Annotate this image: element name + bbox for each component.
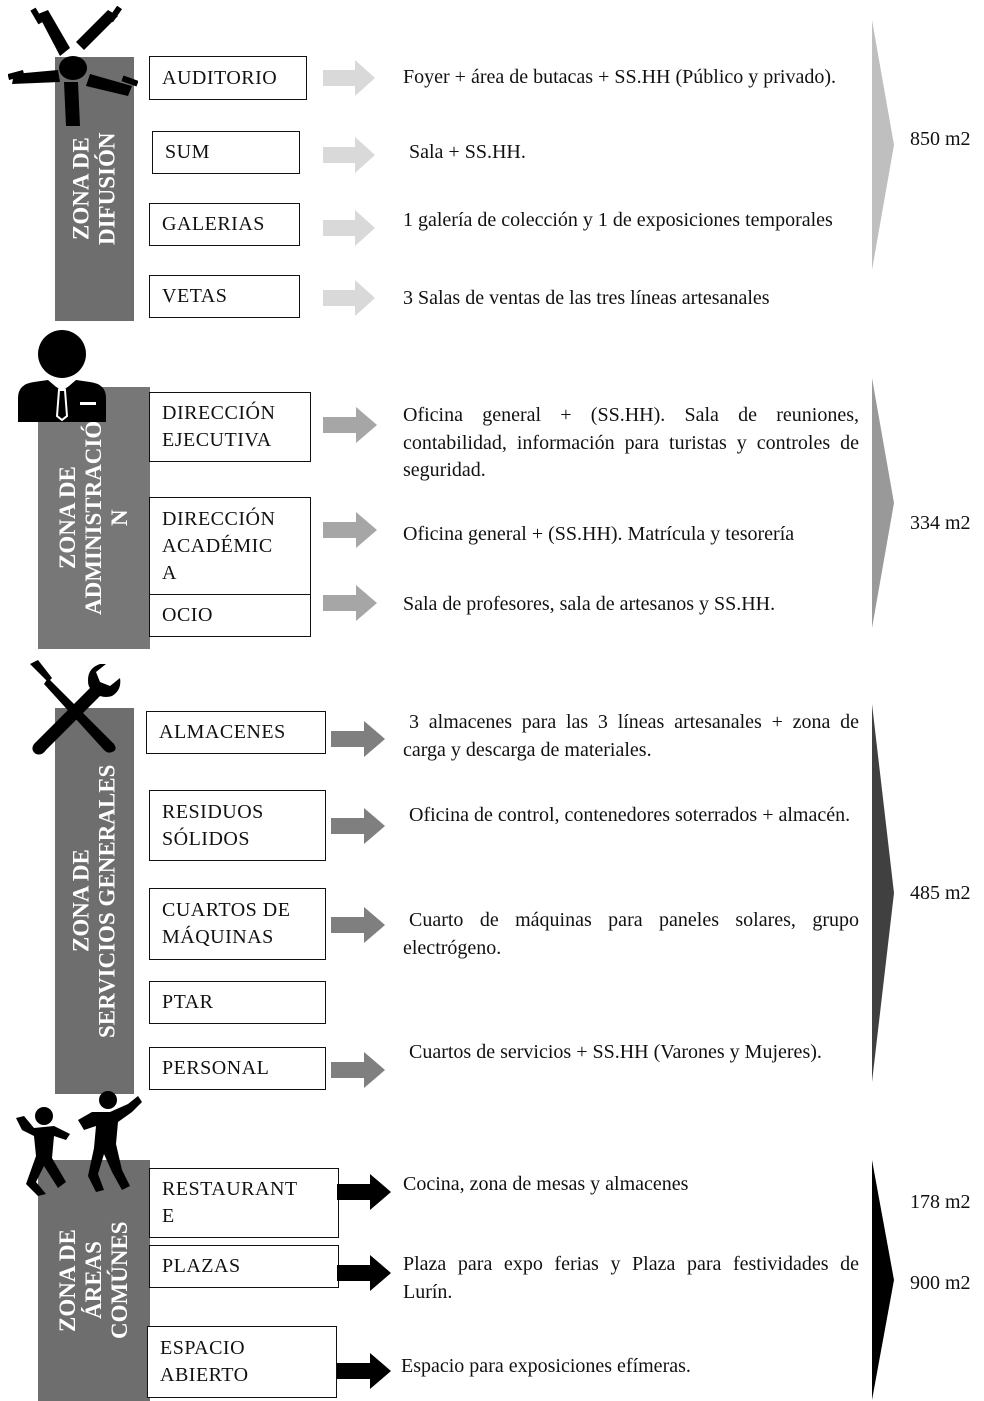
- item-direccion-academica: DIRECCIÓN ACADÉMIC A: [149, 497, 311, 595]
- arrow-almacenes: [331, 721, 385, 757]
- arrow-sum: [323, 137, 375, 173]
- desc-direccion-ejecutiva: Oficina general + (SS.HH). Sala de reuni…: [403, 404, 859, 481]
- desc-almacenes: 3 almacenes para las 3 líneas artesanale…: [403, 711, 859, 761]
- desc-sum: Sala + SS.HH.: [409, 141, 526, 163]
- item-direccion-ejecutiva: DIRECCIÓN EJECUTIVA: [149, 392, 311, 462]
- arrow-plazas: [337, 1255, 391, 1291]
- desc-ocio: Sala de profesores, sala de artesanos y …: [403, 593, 776, 615]
- area-servicios: 485 m2: [910, 882, 971, 904]
- desc-direccion-academica: Oficina general + (SS.HH). Matrícula y t…: [403, 523, 795, 545]
- item-galerias: GALERIAS: [149, 203, 300, 246]
- desc-restaurante: Cocina, zona de mesas y almacenes: [403, 1173, 689, 1195]
- desc-vetas: 3 Salas de ventas de las tres líneas art…: [403, 287, 770, 309]
- arrow-cuartos-de-maquinas: [331, 907, 385, 943]
- businessman-icon: [18, 330, 106, 422]
- item-restaurante: RESTAURANT E: [149, 1168, 339, 1238]
- arrow-ocio: [323, 585, 377, 621]
- arrow-galerias: [323, 210, 375, 246]
- item-plazas: PLAZAS: [149, 1245, 339, 1288]
- item-auditorio: AUDITORIO: [149, 56, 307, 100]
- item-personal: PERSONAL: [149, 1047, 326, 1090]
- arrow-auditorio: [323, 60, 375, 96]
- item-espacio-abierto: ESPACIO ABIERTO: [147, 1326, 337, 1398]
- item-ocio: OCIO: [149, 594, 311, 637]
- chevron-administracion: [872, 378, 894, 628]
- item-residuos-solidos: RESIDUOS SÓLIDOS: [149, 790, 326, 861]
- area-comunes-plazas: 900 m2: [910, 1272, 971, 1294]
- arrow-restaurante: [337, 1174, 391, 1210]
- people-dancing-icon: [16, 1091, 142, 1196]
- zone-servicios-bar: [55, 708, 134, 1094]
- desc-plazas: Plaza para expo ferias y Plaza para fest…: [403, 1253, 859, 1303]
- item-cuartos-de-maquinas: CUARTOS DE MÁQUINAS: [149, 888, 326, 960]
- hands-together-icon: [8, 6, 138, 126]
- arrow-direccion-academica: [323, 512, 377, 548]
- desc-residuos-solidos: Oficina de control, contenedores soterra…: [409, 804, 851, 826]
- item-ptar: PTAR: [149, 981, 326, 1024]
- chevron-comunes: [872, 1160, 894, 1400]
- item-vetas: VETAS: [149, 275, 300, 318]
- arrow-espacio-abierto: [337, 1353, 391, 1389]
- chevron-servicios: [872, 704, 894, 1082]
- zone-servicios-label: ZONA DE SERVICIOS GENERALES: [68, 764, 120, 1038]
- item-almacenes: ALMACENES: [146, 711, 326, 754]
- desc-auditorio: Foyer + área de butacas + SS.HH (Público…: [403, 66, 837, 88]
- arrow-residuos-solidos: [331, 808, 385, 844]
- area-comunes-restaurante: 178 m2: [910, 1191, 971, 1213]
- arrow-vetas: [323, 280, 375, 316]
- arrow-direccion-ejecutiva: [323, 407, 377, 443]
- area-difusion: 850 m2: [910, 128, 971, 150]
- arrow-personal: [331, 1052, 385, 1088]
- desc-galerias: 1 galería de colección y 1 de exposicion…: [403, 209, 833, 231]
- item-sum: SUM: [152, 131, 300, 174]
- zone-comunes-label: ZONA DE ÁREAS COMÚNES: [55, 1221, 132, 1340]
- desc-espacio-abierto: Espacio para exposiciones efímeras.: [401, 1355, 691, 1377]
- wrench-screwdriver-icon: [30, 660, 121, 755]
- chevron-difusion: [872, 20, 894, 270]
- zone-administracion-label: ZONA DE ADMINISTRACIÓ N: [55, 420, 132, 616]
- desc-personal: Cuartos de servicios + SS.HH (Varones y …: [409, 1041, 822, 1063]
- zone-comunes-bar: [38, 1160, 150, 1401]
- area-administracion: 334 m2: [910, 512, 971, 534]
- zone-administracion-bar: [38, 387, 150, 649]
- desc-cuartos-de-maquinas: Cuarto de máquinas para paneles solares,…: [403, 909, 859, 959]
